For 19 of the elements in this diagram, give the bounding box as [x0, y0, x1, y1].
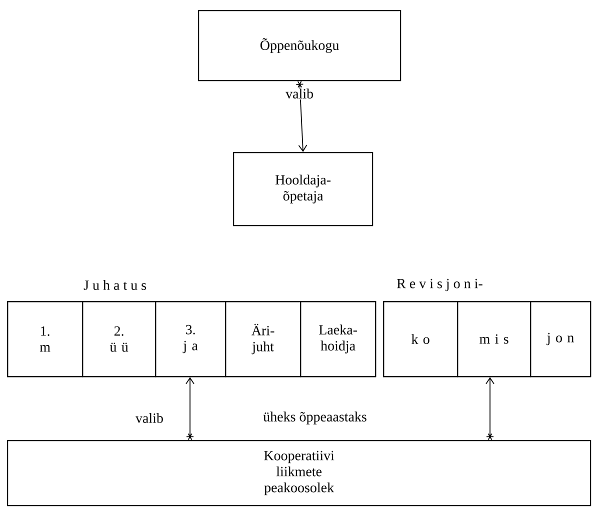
- table-cell: Laeka- hoidja: [300, 301, 376, 378]
- edge-label: valib: [284, 88, 315, 100]
- arrow: [186, 377, 194, 440]
- text-box: Hooldaja- õpetaja: [233, 152, 374, 226]
- note-label: valib: [135, 413, 163, 423]
- table-cell: j o n: [530, 301, 592, 378]
- table-cell: 2. ü ü: [82, 301, 156, 378]
- table-cell: 1. m: [7, 301, 84, 378]
- table-cell: 3. j a: [155, 301, 226, 378]
- node-label: J u h a t u s: [84, 280, 146, 290]
- table-cell: m i s: [457, 301, 532, 378]
- node-label: R e v i s j o n i-: [396, 278, 482, 292]
- table-cell: k o: [383, 301, 458, 378]
- table-cell: Äri- juht: [225, 301, 302, 378]
- arrow: [486, 377, 494, 440]
- arrow: [296, 80, 308, 152]
- text-box: Õppenõukogu: [198, 10, 402, 82]
- text-box: Kooperatiivi liikmete peakoosolek: [7, 440, 592, 506]
- note-label: üheks õppeaastaks: [263, 412, 366, 424]
